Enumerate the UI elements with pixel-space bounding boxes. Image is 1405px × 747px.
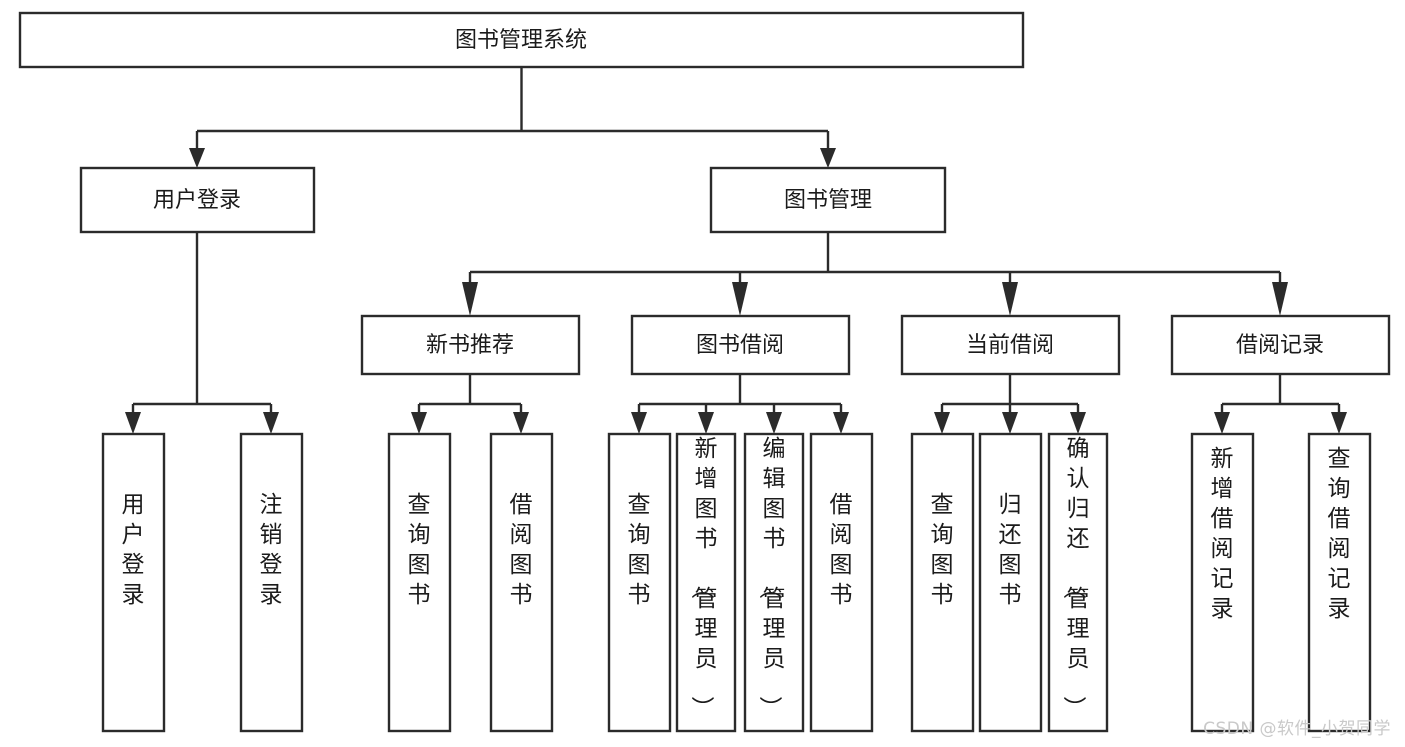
node-root-label: 图书管理系统	[455, 28, 587, 53]
node-leaf-query-book-3-label: 查询图书	[931, 492, 954, 608]
arrowhead-root-to-user-login	[189, 148, 205, 168]
arrowhead-new-book-recommend	[462, 282, 478, 316]
node-leaf-query-record[interactable]: 查询借阅记录	[1307, 432, 1372, 733]
node-leaf-edit-book[interactable]: 编辑图书（管理员）	[743, 432, 805, 733]
node-leaf-borrow-book-2-label: 借阅图书	[830, 492, 853, 608]
arrowhead-current-borrow	[1002, 282, 1018, 316]
node-leaf-borrow-book-2[interactable]: 借阅图书	[809, 432, 874, 733]
node-leaf-return-book-label: 归还图书	[999, 492, 1022, 608]
arrowhead-leaf-add-record	[1214, 412, 1230, 434]
node-leaf-query-book-3[interactable]: 查询图书	[910, 432, 975, 733]
node-leaf-confirm-return[interactable]: 确认归还（管理员）	[1047, 432, 1109, 733]
node-borrow-record[interactable]: 借阅记录	[1170, 314, 1391, 376]
arrowhead-leaf-borrow-book-1	[513, 412, 529, 434]
node-leaf-logout-login-label: 注销登录	[260, 492, 283, 608]
node-new-book-recommend-label: 新书推荐	[426, 333, 514, 358]
node-leaf-add-record-box[interactable]	[1190, 432, 1255, 733]
node-leaf-query-record-label: 查询借阅记录	[1328, 446, 1351, 622]
node-leaf-query-book-1-box[interactable]	[387, 432, 452, 733]
node-leaf-query-record-box[interactable]	[1307, 432, 1372, 733]
node-borrow-record-label: 借阅记录	[1236, 333, 1324, 358]
node-leaf-confirm-return-box[interactable]	[1047, 432, 1109, 733]
node-leaf-logout-login-box[interactable]	[239, 432, 304, 733]
node-leaf-add-book-box[interactable]	[675, 432, 737, 733]
arrowhead-leaf-query-record	[1331, 412, 1347, 434]
node-leaf-add-record-label: 新增借阅记录	[1211, 446, 1234, 622]
arrowhead-leaf-logout-login	[263, 412, 279, 434]
node-leaf-user-login[interactable]: 用户登录	[101, 432, 166, 733]
node-leaf-query-book-1[interactable]: 查询图书	[387, 432, 452, 733]
node-book-management-box[interactable]	[709, 166, 947, 234]
node-leaf-edit-book-label: 编辑图书（管理员）	[757, 436, 786, 719]
node-user-login-label: 用户登录	[153, 188, 241, 213]
arrowhead-leaf-user-login	[125, 412, 141, 434]
node-book-management-label: 图书管理	[784, 188, 872, 213]
node-leaf-user-login-label: 用户登录	[122, 492, 145, 608]
node-leaf-query-book-2-box[interactable]	[607, 432, 672, 733]
node-leaf-add-record[interactable]: 新增借阅记录	[1190, 432, 1255, 733]
arrowhead-leaf-query-book-1	[411, 412, 427, 434]
arrowhead-leaf-add-book	[698, 412, 714, 434]
node-leaf-borrow-book-1[interactable]: 借阅图书	[489, 432, 554, 733]
connector-group	[125, 67, 1347, 434]
node-leaf-borrow-book-1-box[interactable]	[489, 432, 554, 733]
node-leaf-logout-login[interactable]: 注销登录	[239, 432, 304, 733]
node-leaf-query-book-1-label: 查询图书	[408, 492, 431, 608]
node-new-book-recommend[interactable]: 新书推荐	[360, 314, 581, 376]
node-leaf-user-login-box[interactable]	[101, 432, 166, 733]
arrowhead-leaf-edit-book	[766, 412, 782, 434]
node-leaf-query-book-2[interactable]: 查询图书	[607, 432, 672, 733]
arrowhead-leaf-query-book-2	[631, 412, 647, 434]
arrowhead-leaf-return-book	[1002, 412, 1018, 434]
node-root-box[interactable]	[18, 11, 1025, 69]
node-user-login[interactable]: 用户登录	[79, 166, 316, 234]
node-leaf-edit-book-box[interactable]	[743, 432, 805, 733]
node-book-borrow[interactable]: 图书借阅	[630, 314, 851, 376]
node-book-borrow-label: 图书借阅	[696, 333, 784, 358]
arrowhead-book-borrow	[732, 282, 748, 316]
node-leaf-add-book[interactable]: 新增图书（管理员）	[675, 432, 737, 733]
node-leaf-add-book-label: 新增图书（管理员）	[689, 436, 718, 719]
node-user-login-box[interactable]	[79, 166, 316, 234]
node-leaf-return-book-box[interactable]	[978, 432, 1043, 733]
node-root[interactable]: 图书管理系统	[18, 11, 1025, 69]
node-book-management[interactable]: 图书管理	[709, 166, 947, 234]
arrowhead-leaf-query-book-3	[934, 412, 950, 434]
node-leaf-confirm-return-label: 确认归还（管理员）	[1061, 436, 1090, 719]
arrowhead-leaf-borrow-book-2	[833, 412, 849, 434]
node-book-borrow-box[interactable]	[630, 314, 851, 376]
node-current-borrow-box[interactable]	[900, 314, 1121, 376]
node-leaf-borrow-book-2-box[interactable]	[809, 432, 874, 733]
arrowhead-borrow-record	[1272, 282, 1288, 316]
node-leaf-borrow-book-1-label: 借阅图书	[510, 492, 533, 608]
node-leaf-query-book-2-label: 查询图书	[628, 492, 651, 608]
node-current-borrow[interactable]: 当前借阅	[900, 314, 1121, 376]
node-borrow-record-box[interactable]	[1170, 314, 1391, 376]
arrowhead-root-to-book-management	[820, 148, 836, 168]
node-leaf-return-book[interactable]: 归还图书	[978, 432, 1043, 733]
arrowhead-leaf-confirm-return	[1070, 412, 1086, 434]
node-leaf-query-book-3-box[interactable]	[910, 432, 975, 733]
node-new-book-recommend-box[interactable]	[360, 314, 581, 376]
node-current-borrow-label: 当前借阅	[966, 333, 1054, 358]
